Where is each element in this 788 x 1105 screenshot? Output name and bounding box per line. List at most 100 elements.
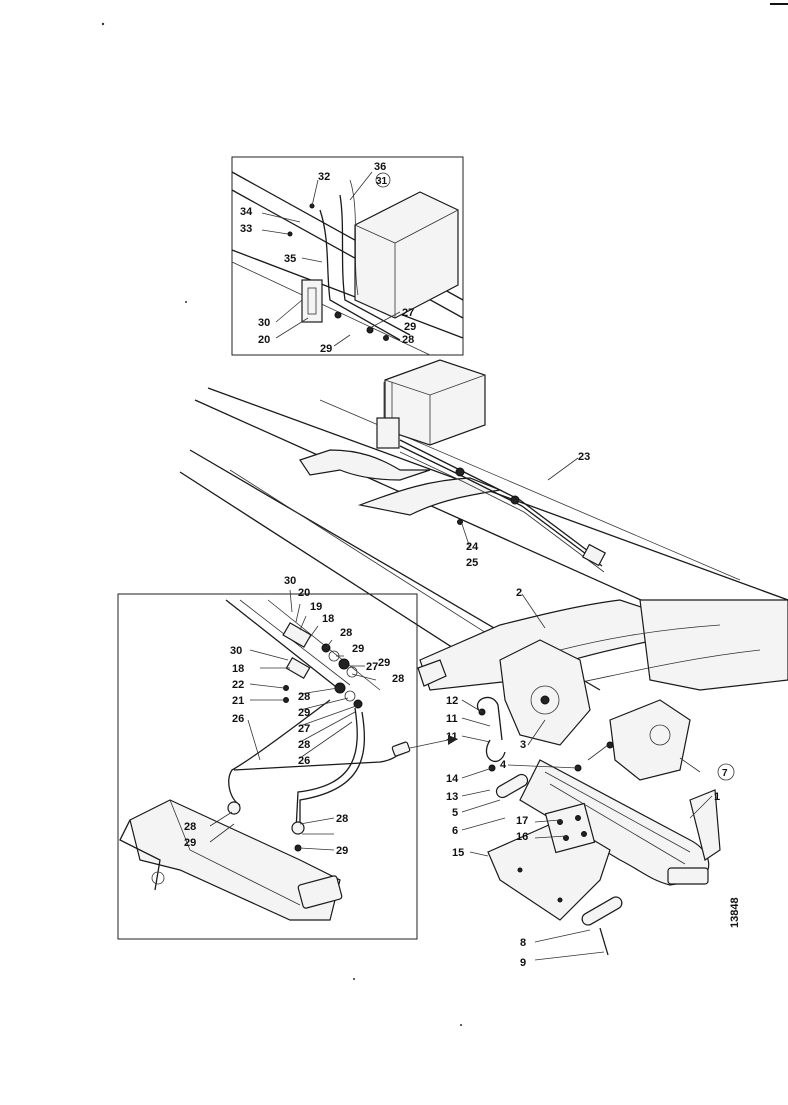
callout-label: 29 bbox=[184, 837, 196, 849]
scan-speck bbox=[353, 978, 355, 980]
callout-label: 13 bbox=[446, 791, 458, 803]
callout-label: 2 bbox=[516, 587, 522, 599]
leader bbox=[275, 299, 303, 323]
leader bbox=[295, 603, 301, 623]
callout-label: 20 bbox=[298, 587, 310, 599]
leader bbox=[261, 229, 289, 235]
callout-label: 14 bbox=[446, 773, 459, 785]
leader bbox=[469, 851, 489, 857]
bottom-inset-detail bbox=[117, 589, 458, 940]
inset-battery-block bbox=[129, 799, 341, 921]
clip-block bbox=[417, 659, 447, 687]
cross-member-1 bbox=[299, 449, 431, 481]
rear-axle-housing bbox=[639, 599, 788, 691]
cable-bundle-3 bbox=[399, 451, 605, 573]
callout-label: 30 bbox=[284, 575, 296, 587]
leader bbox=[299, 687, 339, 695]
leader bbox=[333, 334, 351, 347]
bracket-plate bbox=[544, 802, 596, 854]
callout-label: 11 bbox=[446, 713, 458, 725]
inset-bracket bbox=[282, 622, 312, 648]
top-inset-box bbox=[354, 191, 459, 319]
top-inset-cable-1 bbox=[319, 209, 401, 341]
spring-leaf bbox=[549, 783, 686, 865]
plate-bolt bbox=[581, 831, 587, 837]
callout-label: 16 bbox=[516, 831, 528, 843]
pointer-line bbox=[409, 739, 449, 749]
plate-hole bbox=[517, 867, 523, 873]
callout-label: 20 bbox=[258, 334, 270, 346]
callout-label: 28 bbox=[340, 627, 352, 639]
terminal-post-2 bbox=[227, 801, 241, 815]
leader bbox=[299, 847, 335, 851]
spring-hanger bbox=[499, 639, 591, 746]
washer bbox=[346, 666, 358, 678]
top-inset-bracket-slot bbox=[307, 287, 317, 315]
callout-label: 31 bbox=[376, 176, 388, 187]
leader bbox=[461, 699, 483, 713]
callout-label: 23 bbox=[578, 451, 590, 463]
callout-label: 17 bbox=[516, 815, 528, 827]
bracket-eye bbox=[649, 724, 671, 746]
pin-rod bbox=[599, 927, 609, 956]
top-inset-cable-3 bbox=[349, 179, 359, 296]
inset-rail bbox=[225, 599, 341, 691]
callout-label: 19 bbox=[310, 601, 322, 613]
pin-cylinder-lower bbox=[581, 896, 623, 926]
top-inset-bracket bbox=[301, 279, 323, 323]
top-inset-washer bbox=[366, 326, 374, 334]
fixing-bolt bbox=[606, 741, 614, 749]
plate-bolt bbox=[563, 835, 569, 841]
inset-terminal-cover bbox=[297, 875, 343, 909]
callout-label: 33 bbox=[240, 223, 252, 235]
leader bbox=[261, 212, 301, 223]
bolt bbox=[283, 697, 289, 703]
axle-line bbox=[559, 624, 721, 651]
callout-label: 28 bbox=[298, 739, 310, 751]
hanger-pin bbox=[540, 695, 550, 705]
u-clamp bbox=[477, 696, 503, 741]
spring-leaf bbox=[544, 771, 691, 853]
callout-label: 29 bbox=[352, 643, 364, 655]
scan-speck bbox=[101, 22, 105, 26]
leader bbox=[534, 835, 567, 839]
callout-circle bbox=[375, 172, 391, 188]
leader bbox=[249, 649, 289, 661]
leader bbox=[275, 317, 309, 339]
pin-cylinder bbox=[495, 773, 529, 799]
callout-label: 1 bbox=[714, 791, 720, 803]
upper-battery-box bbox=[384, 359, 486, 446]
cable-bundle-2 bbox=[399, 445, 603, 567]
inset-frame-edge bbox=[119, 819, 161, 891]
cable-26-a bbox=[228, 699, 331, 806]
top-inset-nut-2 bbox=[383, 335, 389, 341]
plate-bolt bbox=[557, 819, 563, 825]
drawing-number: 13848 bbox=[729, 897, 741, 928]
top-inset-nut bbox=[334, 311, 342, 319]
callout-label: 29 bbox=[298, 707, 310, 719]
inset-hole bbox=[151, 871, 165, 885]
callout-label: 4 bbox=[500, 759, 507, 771]
callout-label: 7 bbox=[722, 768, 728, 779]
leader bbox=[369, 311, 401, 329]
callout-label: 32 bbox=[318, 171, 330, 183]
leader bbox=[299, 615, 307, 631]
leader bbox=[534, 951, 605, 961]
callout-label: 36 bbox=[374, 161, 386, 173]
callout-label: 29 bbox=[320, 343, 332, 355]
leader bbox=[325, 639, 333, 649]
cable-junction bbox=[581, 543, 607, 567]
bolt bbox=[283, 685, 289, 691]
callout-label: 28 bbox=[184, 821, 196, 833]
cable-clamp bbox=[510, 495, 520, 505]
leader bbox=[461, 717, 491, 727]
leader bbox=[507, 764, 579, 769]
plate-hole bbox=[557, 897, 563, 903]
washer bbox=[344, 690, 356, 702]
callout-label: 24 bbox=[466, 541, 479, 553]
callout-circle bbox=[717, 763, 735, 781]
leader bbox=[299, 705, 357, 727]
u-clamp-2 bbox=[485, 739, 506, 762]
